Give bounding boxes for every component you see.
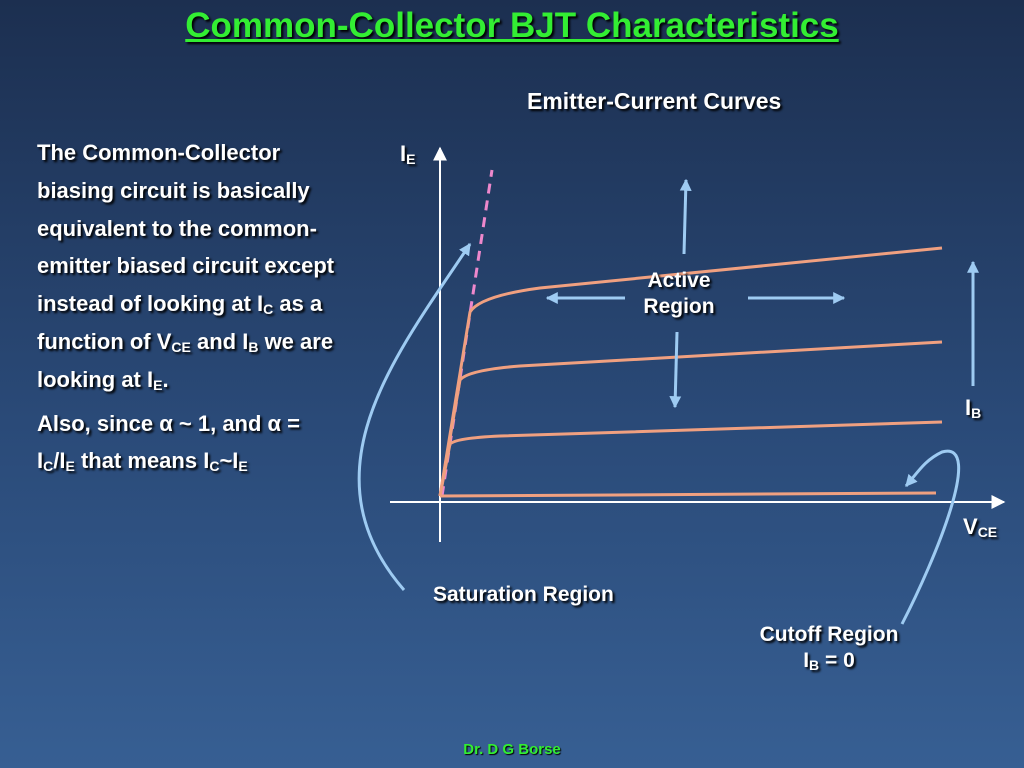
author-footer: Dr. D G Borse [463, 741, 561, 758]
x-axis-label: VCE [963, 514, 998, 540]
paragraph-1: The Common-Collector biasing circuit is … [37, 140, 335, 393]
ib-label: IB [965, 395, 982, 421]
paragraph-2: Also, since α ~ 1, and α = IC/IE that me… [37, 410, 301, 475]
emitter-current-curve-2 [438, 340, 943, 497]
emitter-current-curve-4-cutoff [439, 491, 937, 498]
body-text: The Common-Collector biasing circuit is … [37, 134, 337, 486]
active-arrow-up [679, 178, 692, 255]
saturation-region-label: Saturation Region [433, 583, 614, 606]
active-arrow-down [669, 331, 682, 409]
slide-title: Common-Collector BJT Characteristics [185, 6, 839, 45]
emitter-current-curve-1 [438, 246, 943, 497]
saturation-pointer-arrow [357, 242, 472, 591]
cutoff-pointer-arrow [900, 449, 961, 625]
y-axis-label: IE [400, 141, 416, 167]
emitter-current-curve-3 [438, 420, 943, 497]
diagram-heading: Emitter-Current Curves [527, 88, 782, 114]
